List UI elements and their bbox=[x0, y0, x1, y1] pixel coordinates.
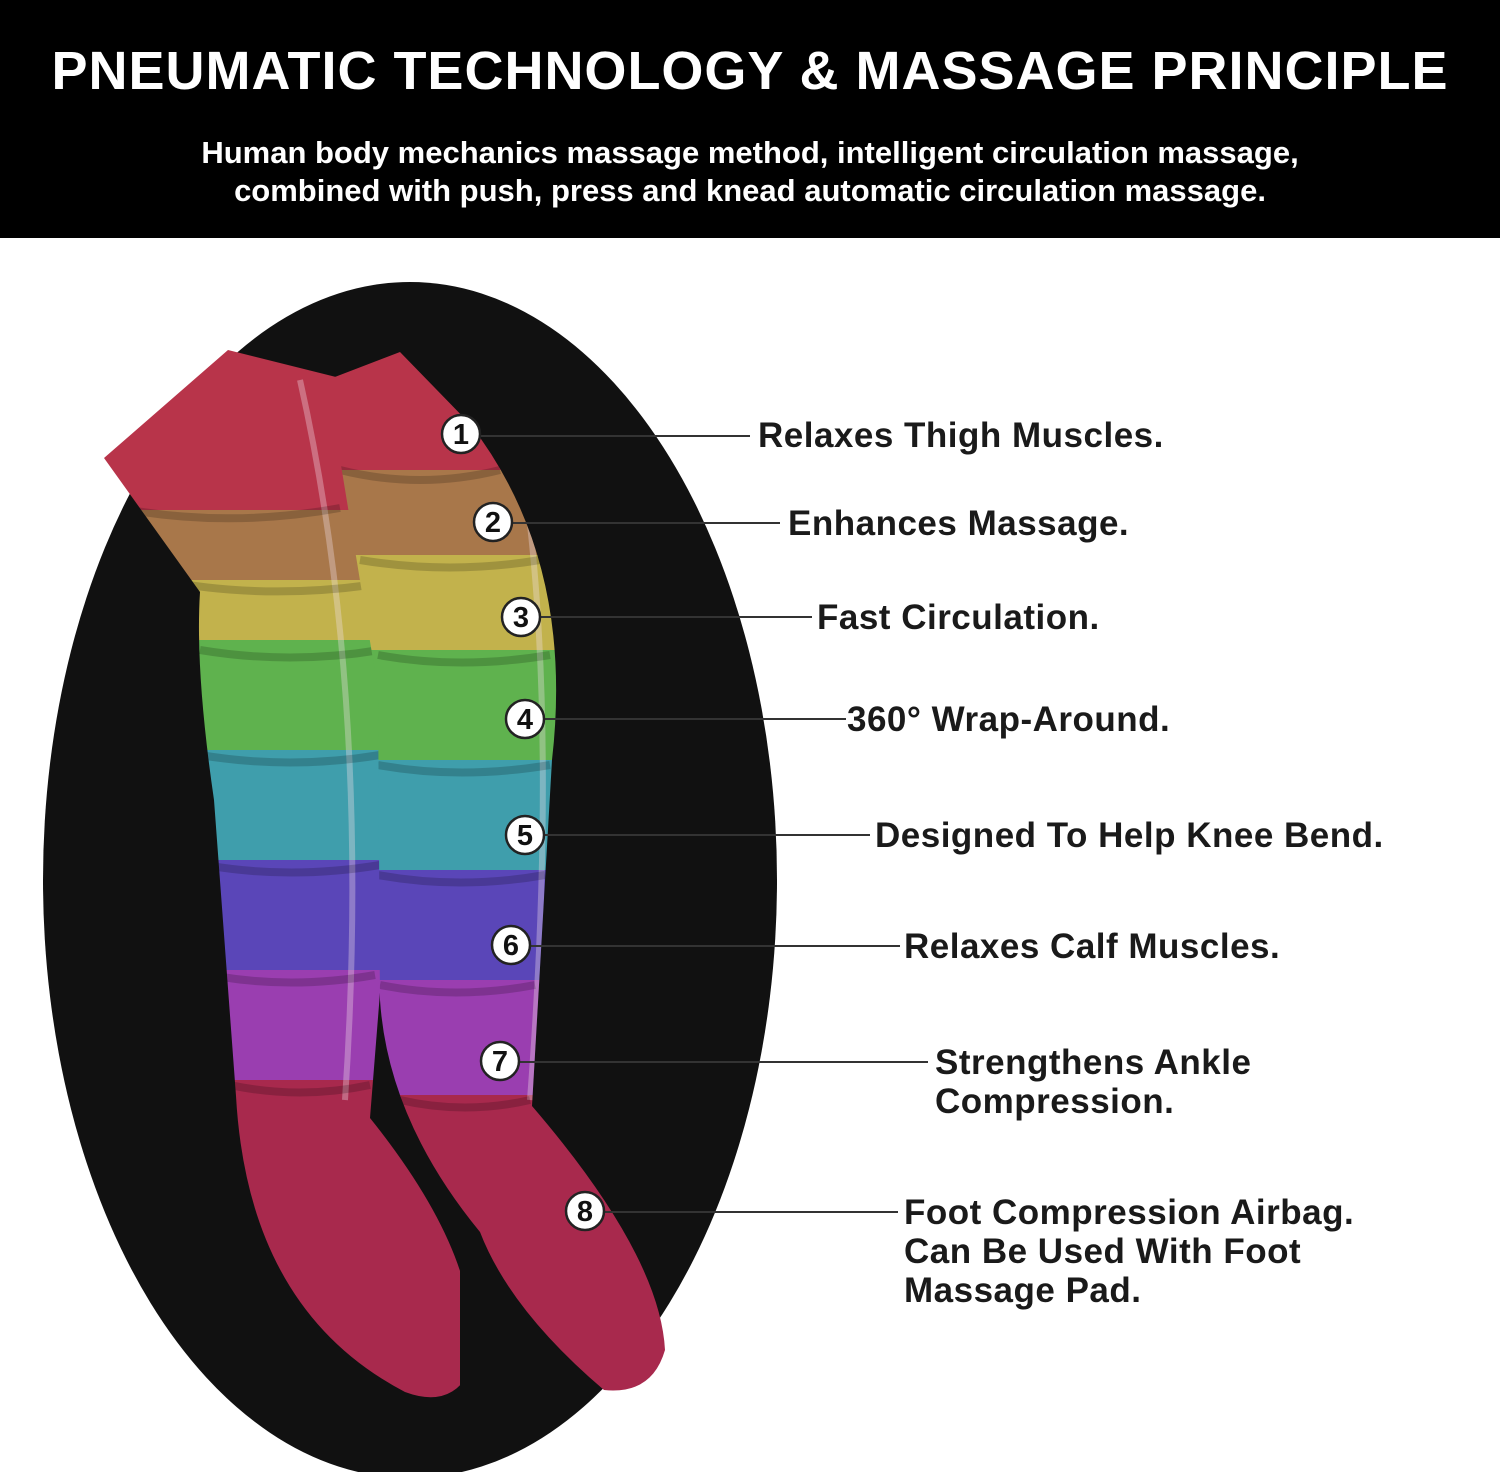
callout-line: Relaxes Thigh Muscles. bbox=[758, 416, 1164, 455]
callout-label-3: Fast Circulation. bbox=[817, 598, 1100, 637]
callout-label-6: Relaxes Calf Muscles. bbox=[904, 927, 1280, 966]
zone-marker-circle bbox=[472, 501, 514, 543]
page-title: PNEUMATIC TECHNOLOGY & MASSAGE PRINCIPLE bbox=[51, 41, 1449, 101]
zone-marker-circle bbox=[564, 1190, 606, 1232]
zone-marker-number: 3 bbox=[513, 602, 529, 634]
zone-marker-8: 8 bbox=[564, 1190, 606, 1232]
zone-marker-number: 7 bbox=[492, 1046, 508, 1078]
callout-label-1: Relaxes Thigh Muscles. bbox=[758, 416, 1164, 455]
callout-line: 360° Wrap-Around. bbox=[847, 700, 1171, 739]
callout-line: Can Be Used With Foot bbox=[904, 1232, 1302, 1271]
zone-marker-5: 5 bbox=[504, 814, 546, 856]
callout-line: Massage Pad. bbox=[904, 1271, 1142, 1310]
massage-zone-diagram: 1 2 3 4 5 6 7 8 Relaxes bbox=[0, 238, 1500, 1472]
callout-label-7: Strengthens Ankle Compression. bbox=[935, 1043, 1251, 1121]
zone-marker-6: 6 bbox=[490, 924, 532, 966]
zone-marker-circle bbox=[500, 596, 542, 638]
zone-marker-number: 6 bbox=[503, 930, 519, 962]
leg-wrap-illustration: 1 2 3 4 5 6 7 8 bbox=[43, 282, 928, 1472]
callout-line: Fast Circulation. bbox=[817, 598, 1100, 637]
subtitle-line: combined with push, press and knead auto… bbox=[234, 173, 1266, 208]
callout-label-5: Designed To Help Knee Bend. bbox=[875, 816, 1384, 855]
zone-marker-number: 1 bbox=[453, 419, 469, 451]
zone-marker-2: 2 bbox=[472, 501, 514, 543]
zone-marker-circle bbox=[490, 924, 532, 966]
callout-line: Relaxes Calf Muscles. bbox=[904, 927, 1281, 966]
callout-line: Enhances Massage. bbox=[788, 504, 1130, 543]
callout-line: Strengthens Ankle bbox=[935, 1043, 1252, 1082]
zone-marker-4: 4 bbox=[504, 698, 546, 740]
zone-marker-circle bbox=[479, 1040, 521, 1082]
header-banner: PNEUMATIC TECHNOLOGY & MASSAGE PRINCIPLE… bbox=[0, 0, 1500, 238]
zone-marker-circle bbox=[504, 698, 546, 740]
zone-marker-circle bbox=[440, 413, 482, 455]
zone-marker-number: 2 bbox=[485, 507, 501, 539]
zone-marker-number: 8 bbox=[577, 1196, 593, 1228]
callout-line: Foot Compression Airbag. bbox=[904, 1193, 1355, 1232]
callout-label-4: 360° Wrap-Around. bbox=[847, 700, 1170, 739]
zone-marker-circle bbox=[504, 814, 546, 856]
callout-line: Compression. bbox=[935, 1082, 1175, 1121]
zone-marker-3: 3 bbox=[500, 596, 542, 638]
page-subtitle: Human body mechanics massage method, int… bbox=[0, 134, 1500, 210]
leader-lines bbox=[480, 435, 928, 1213]
callout-line: Designed To Help Knee Bend. bbox=[875, 816, 1384, 855]
zone-marker-number: 4 bbox=[517, 704, 533, 736]
zone-marker-1: 1 bbox=[440, 413, 482, 455]
subtitle-line: Human body mechanics massage method, int… bbox=[201, 135, 1299, 170]
zone-marker-7: 7 bbox=[479, 1040, 521, 1082]
callout-label-2: Enhances Massage. bbox=[788, 504, 1129, 543]
callout-label-8: Foot Compression Airbag. Can Be Used Wit… bbox=[904, 1193, 1354, 1310]
zone-marker-number: 5 bbox=[517, 820, 533, 852]
